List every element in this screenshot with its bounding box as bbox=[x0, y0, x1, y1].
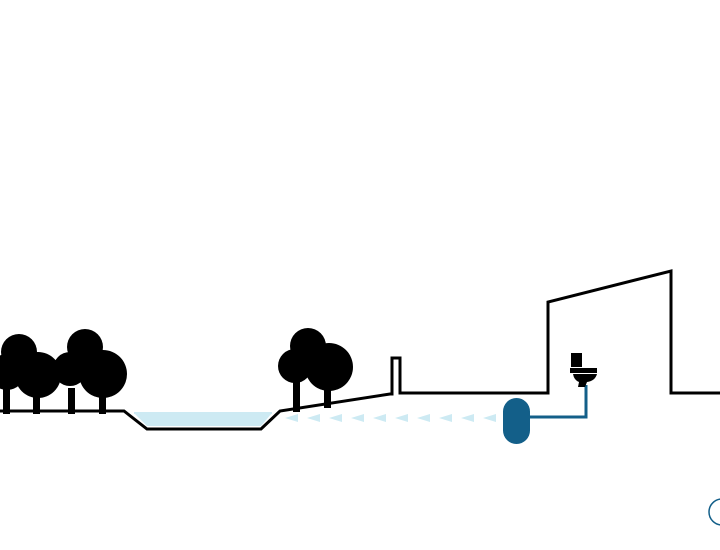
toilet-icon bbox=[570, 353, 597, 387]
logo-badge-icon bbox=[708, 498, 720, 526]
tree-icon bbox=[79, 350, 127, 414]
tree-icon bbox=[305, 343, 353, 408]
ground-profile-line bbox=[0, 269, 720, 431]
pond-water bbox=[134, 413, 272, 426]
storage-tank-icon bbox=[503, 398, 530, 444]
seepage-arrows bbox=[285, 414, 496, 422]
supply-pipe bbox=[530, 385, 588, 419]
tree-icon bbox=[15, 352, 61, 414]
